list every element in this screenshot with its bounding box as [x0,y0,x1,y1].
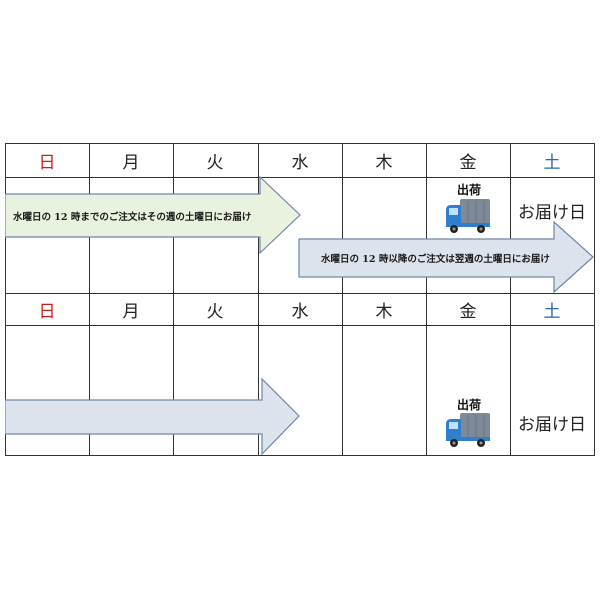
delivery-calendar: 日 月 火 水 木 金 土 日 月 火 水 木 金 土 水曜日の 12 時までの… [5,143,595,456]
ship-label: 出荷 [456,182,481,197]
arrow-week2 [5,377,300,456]
weekday-tuesday: 火 [206,152,224,173]
weekday-friday: 金 [459,301,477,322]
weekday-thursday: 木 [375,152,393,173]
week2-frame [5,293,595,456]
arrow-before-noon [5,175,301,255]
weekday-saturday: 土 [543,301,561,322]
delivery-date-label: お届け日 [518,414,586,435]
weekday-thursday: 木 [375,301,393,322]
arrow-after-noon-label: 水曜日の 12 時以降のご注文は翌週の土曜日にお届け [321,254,550,265]
calendar-graphics [5,143,595,456]
weekday-wednesday: 水 [291,301,309,322]
delivery-date-label: お届け日 [518,202,586,223]
weekday-saturday: 土 [543,152,561,173]
weekday-wednesday: 水 [291,152,309,173]
arrow-after-noon [298,220,594,294]
ship-label: 出荷 [456,397,481,412]
weekday-monday: 月 [122,152,140,173]
weekday-sunday: 日 [38,152,56,173]
arrow-before-noon-label: 水曜日の 12 時までのご注文はその週の土曜日にお届け [13,212,252,223]
weekday-tuesday: 火 [206,301,224,322]
weekday-monday: 月 [122,301,140,322]
weekday-friday: 金 [459,152,477,173]
truck-icon [446,199,490,233]
truck-icon [446,413,490,447]
weekday-sunday: 日 [38,301,56,322]
